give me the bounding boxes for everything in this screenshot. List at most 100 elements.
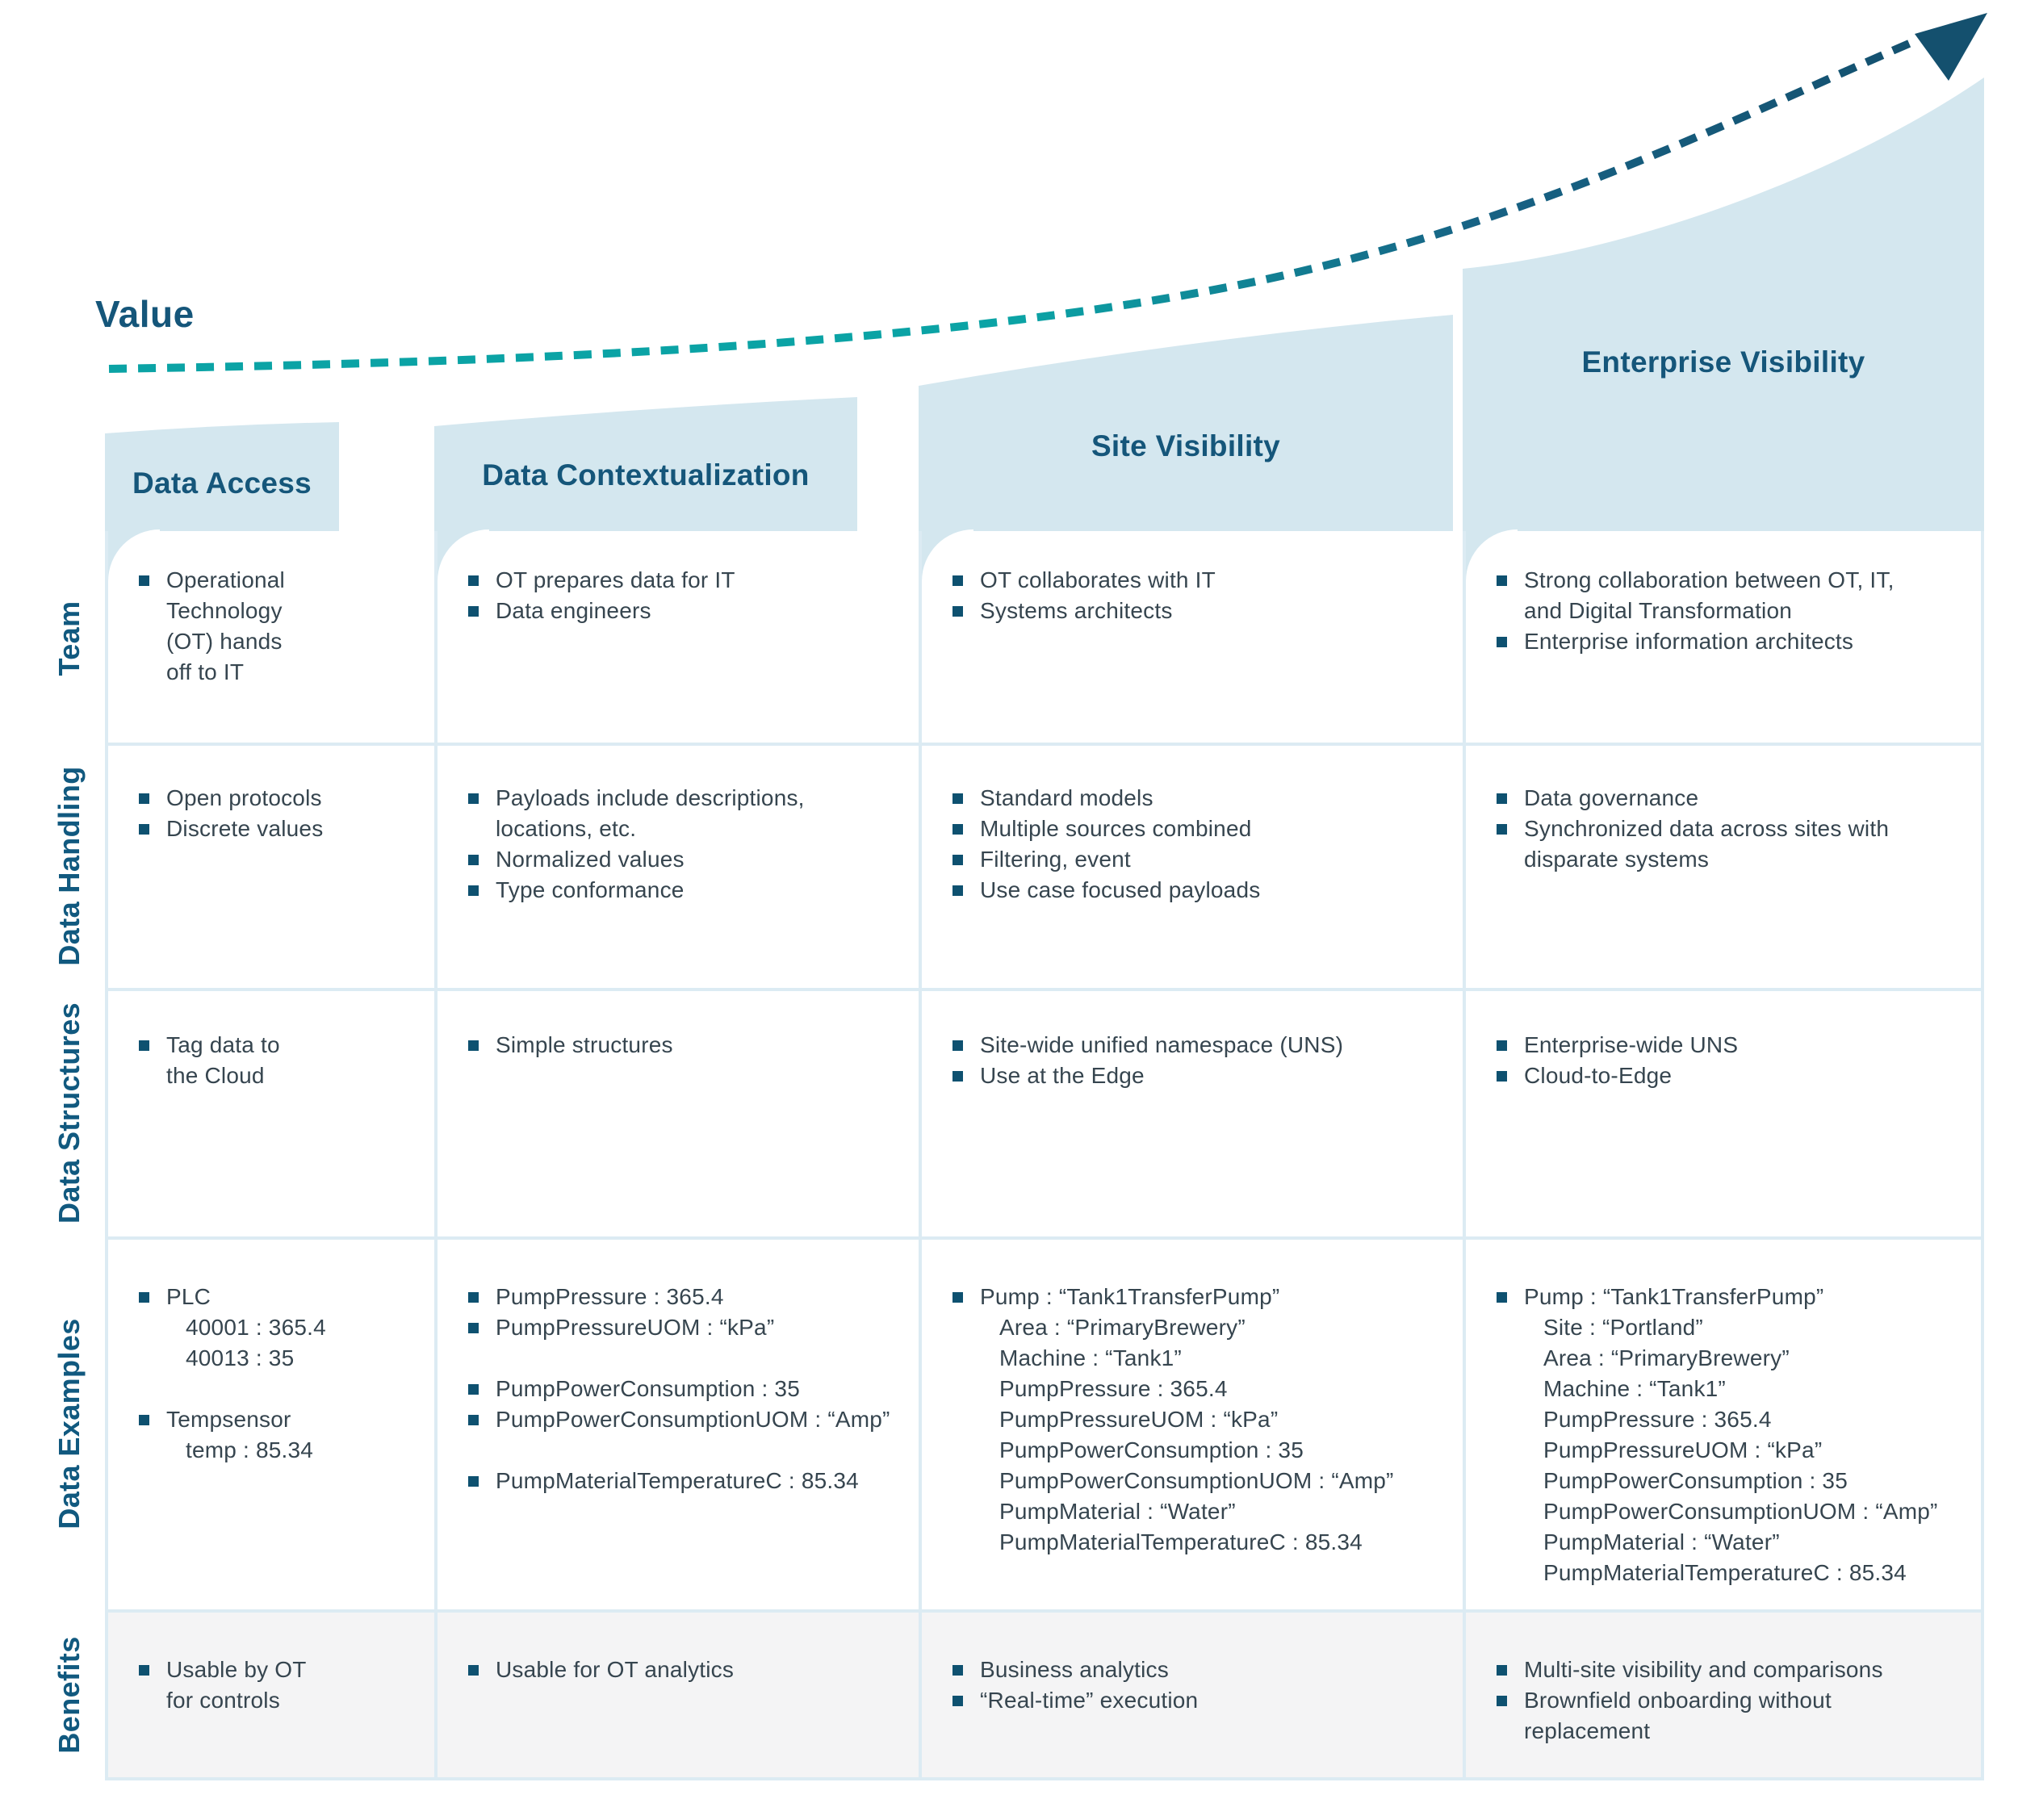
bullet-main-line: PumpPressure : 365.4 — [496, 1284, 724, 1309]
bullet-main-line: Enterprise information architects — [1524, 629, 1854, 654]
bullet-main-line: “Real-time” execution — [980, 1688, 1199, 1713]
bullet-main-line: Business analytics — [980, 1657, 1169, 1682]
bullet-square-icon — [952, 824, 963, 835]
row-divider — [105, 1609, 1984, 1613]
bullet-square-icon — [1497, 1665, 1507, 1676]
cell-structures-col3: Site-wide unified namespace (UNS) Use at … — [923, 993, 1458, 1235]
column-divider — [1463, 531, 1466, 1780]
bullet-item: Tag data to the Cloud — [110, 1030, 429, 1091]
sub-line: PumpMaterial : “Water” — [999, 1499, 1236, 1524]
sub-line: PumpMaterialTemperatureC : 85.34 — [999, 1529, 1363, 1554]
bullet-main-line: OT prepares data for IT — [496, 567, 735, 592]
bullet-square-icon — [468, 575, 479, 586]
bullet-text: PumpPowerConsumption : 35 — [496, 1374, 800, 1404]
row-divider — [105, 743, 1984, 746]
bullet-text: “Real-time” execution — [980, 1685, 1198, 1716]
bullet-item: Strong collaboration between OT, IT, and… — [1467, 565, 1979, 626]
bullet-main-line: Site-wide unified namespace (UNS) — [980, 1032, 1344, 1057]
bullet-main-line: PLC — [166, 1284, 211, 1309]
bullet-text: Simple structures — [496, 1030, 673, 1061]
bullet-main-line: Cloud-to-Edge — [1524, 1063, 1673, 1088]
bullet-text: Multiple sources combined — [980, 814, 1252, 844]
bullet-text: Open protocols — [166, 783, 322, 814]
bullet-square-icon — [139, 1415, 149, 1425]
bullet-item: Usable by OT for controls — [110, 1655, 429, 1716]
bullet-text: Operational Technology (OT) hands off to… — [166, 565, 285, 688]
column-header-data-contextualization: Data Contextualization — [482, 458, 810, 492]
bullet-main-line: Use at the Edge — [980, 1063, 1145, 1088]
bullet-square-icon — [139, 1292, 149, 1303]
bullet-square-icon — [952, 1071, 963, 1082]
bullet-main-line: Operational Technology (OT) hands off to… — [166, 567, 285, 684]
bullet-text: Brownfield onboarding without replacemen… — [1524, 1685, 1832, 1747]
bullet-text: Data governance — [1524, 783, 1698, 814]
bullet-text: Tag data to the Cloud — [166, 1030, 280, 1091]
header-shape-enterprise-visibility — [1463, 77, 1984, 531]
bullet-item: Business analytics — [923, 1655, 1458, 1685]
bullet-main-line: Use case focused payloads — [980, 877, 1261, 902]
bullet-item: Usable for OT analytics — [439, 1655, 914, 1685]
column-header-site-visibility: Site Visibility — [1091, 429, 1281, 462]
header-shape-data-contextualization — [434, 397, 857, 531]
row-label-benefits: Benefits — [52, 1636, 86, 1754]
value-axis-label: Value — [95, 293, 195, 335]
bullet-text: Strong collaboration between OT, IT, and… — [1524, 565, 1894, 626]
bullet-text: Discrete values — [166, 814, 323, 844]
bullet-text: Usable by OT for controls — [166, 1655, 307, 1716]
bullet-item: PumpPressureUOM : “kPa” — [439, 1312, 914, 1343]
sub-line: temp : 85.34 — [186, 1437, 314, 1462]
growth-arrow-head-icon — [1915, 13, 1987, 81]
bullet-text: Enterprise information architects — [1524, 626, 1853, 657]
bullet-main-line: Discrete values — [166, 816, 324, 841]
bullet-main-line: PumpPressureUOM : “kPa” — [496, 1315, 775, 1340]
bullet-item: PumpMaterialTemperatureC : 85.34 — [439, 1466, 914, 1496]
sub-line: PumpPowerConsumption : 35 — [1543, 1468, 1848, 1493]
bullet-square-icon — [952, 1040, 963, 1051]
bullet-text: Normalized values — [496, 844, 685, 875]
bullet-item: OT collaborates with IT — [923, 565, 1458, 596]
cell-benefits-col3: Business analytics “Real-time” execution — [923, 1614, 1458, 1774]
cell-structures-col1: Tag data to the Cloud — [110, 993, 429, 1235]
bullet-item: Pump : “Tank1TransferPump” Site : “Portla… — [1467, 1282, 1979, 1588]
bullet-item: Normalized values — [439, 844, 914, 875]
bullet-square-icon — [952, 855, 963, 865]
bullet-text: Pump : “Tank1TransferPump”Area : “Primar… — [980, 1282, 1394, 1558]
bullet-text: PumpMaterialTemperatureC : 85.34 — [496, 1466, 859, 1496]
row-label-data-structures: Data Structures — [52, 1002, 86, 1224]
bullet-main-line: Normalized values — [496, 847, 685, 872]
row-label-team: Team — [52, 600, 86, 676]
bullet-item: Type conformance — [439, 875, 914, 906]
bullet-item: PumpPowerConsumption : 35 — [439, 1374, 914, 1404]
bullet-main-line: Standard models — [980, 785, 1153, 810]
sub-line: PumpPressure : 365.4 — [999, 1376, 1228, 1401]
bullet-main-line: PumpPowerConsumptionUOM : “Amp” — [496, 1407, 890, 1432]
bullet-item: PumpPressure : 365.4 — [439, 1282, 914, 1312]
sub-line: Machine : “Tank1” — [1543, 1376, 1726, 1401]
bullet-square-icon — [468, 793, 479, 804]
bullet-item: Payloads include descriptions, locations… — [439, 783, 914, 844]
sub-line: Site : “Portland” — [1543, 1315, 1703, 1340]
cell-handling-col2: Payloads include descriptions, locations… — [439, 747, 914, 986]
bullet-main-line: Usable for OT analytics — [496, 1657, 735, 1682]
bullet-main-line: PumpPowerConsumption : 35 — [496, 1376, 800, 1401]
bullet-main-line: Filtering, event — [980, 847, 1131, 872]
column-header-data-access: Data Access — [132, 467, 312, 500]
bullet-main-line: Data engineers — [496, 598, 651, 623]
cell-benefits-col1: Usable by OT for controls — [110, 1614, 429, 1774]
column-divider — [105, 531, 108, 1780]
bullet-item: Filtering, event — [923, 844, 1458, 875]
bullet-item: Cloud-to-Edge — [1467, 1061, 1979, 1091]
row-label-data-examples: Data Examples — [52, 1318, 86, 1529]
bullet-text: PumpPressure : 365.4 — [496, 1282, 724, 1312]
bullet-text: Type conformance — [496, 875, 685, 906]
bullet-text: Pump : “Tank1TransferPump” Site : “Portla… — [1524, 1282, 1938, 1588]
bullet-main-line: Pump : “Tank1TransferPump” — [1524, 1284, 1824, 1309]
bullet-text: Data engineers — [496, 596, 651, 626]
bullet-text: Cloud-to-Edge — [1524, 1061, 1672, 1091]
